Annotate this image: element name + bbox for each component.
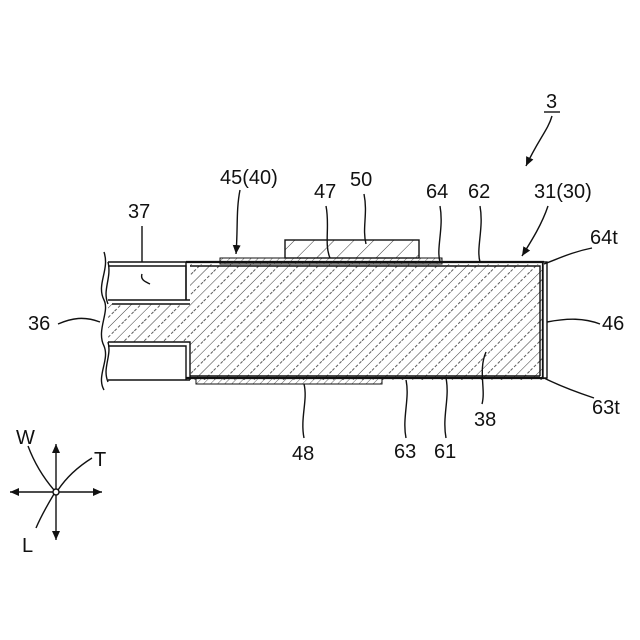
- label-46: 46: [602, 313, 624, 335]
- label-50: 50: [350, 169, 372, 191]
- leader-t: [58, 458, 92, 490]
- axes-indicator: W T L: [10, 427, 106, 557]
- label-31: 31(30): [534, 181, 592, 203]
- label-64: 64: [426, 181, 448, 203]
- leader-50: [364, 194, 366, 244]
- label-36: 36: [28, 313, 50, 335]
- axis-label-w: W: [16, 427, 35, 449]
- core-38: [190, 264, 543, 380]
- label-38: 38: [474, 409, 496, 431]
- label-63: 63: [394, 441, 416, 463]
- leader-36: [58, 318, 100, 324]
- label-64t: 64t: [590, 227, 618, 249]
- leader-62: [479, 206, 481, 262]
- figure-number: 3: [546, 91, 557, 113]
- connector-36: [108, 304, 190, 342]
- leader-w: [28, 446, 54, 490]
- axis-label-t: T: [94, 449, 106, 471]
- break-line-inner: [106, 262, 109, 304]
- label-62: 62: [468, 181, 490, 203]
- leader-63: [405, 380, 407, 438]
- axis-label-l: L: [22, 535, 33, 557]
- leader-46: [547, 319, 600, 324]
- label-45: 45(40): [220, 167, 278, 189]
- leader-37: [142, 226, 150, 284]
- leader-64: [439, 206, 441, 262]
- pocket-lower: [108, 342, 190, 380]
- leader-48: [303, 384, 305, 438]
- label-61: 61: [434, 441, 456, 463]
- label-47: 47: [314, 181, 336, 203]
- label-37: 37: [128, 201, 150, 223]
- leader-31: [522, 206, 548, 256]
- figure-leader: [526, 116, 552, 166]
- top-electrode-47: [220, 258, 442, 264]
- break-line: [101, 252, 105, 390]
- leader-63t: [544, 378, 594, 398]
- break-line-inner-2: [106, 342, 109, 382]
- leader-61: [445, 378, 447, 438]
- side-coating-46: [543, 262, 547, 378]
- leader-64t: [544, 248, 592, 264]
- label-63t: 63t: [592, 397, 620, 419]
- bottom-electrode-48: [196, 378, 382, 384]
- block-50: [285, 240, 419, 258]
- label-48: 48: [292, 443, 314, 465]
- leader-l: [36, 494, 54, 528]
- leader-45: [236, 190, 240, 254]
